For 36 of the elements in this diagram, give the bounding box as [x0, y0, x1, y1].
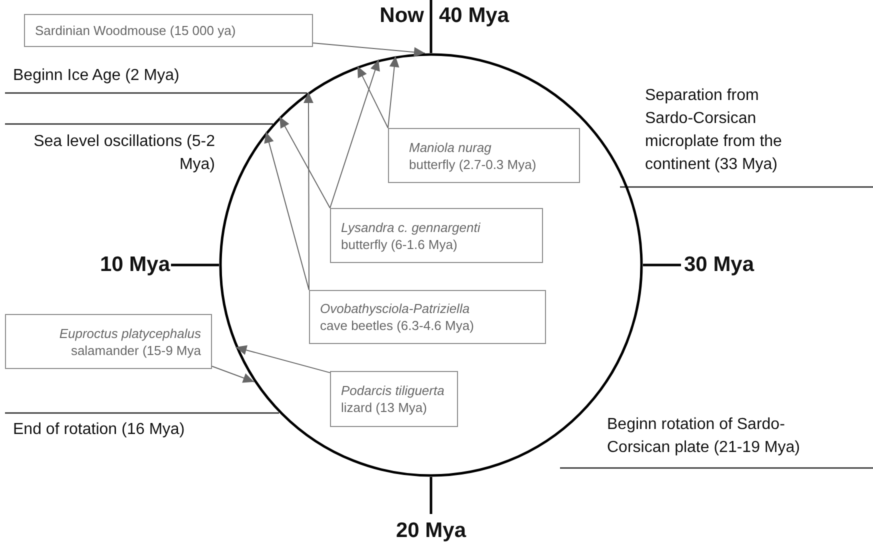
species-name: Euproctus platycephalus — [58, 324, 201, 342]
arrow — [356, 66, 388, 128]
arrow — [388, 56, 400, 128]
note-box — [5, 314, 212, 369]
arrow — [330, 59, 380, 208]
species-name: Maniola nurag — [409, 138, 492, 156]
species-note: salamander (15-9 Mya — [70, 342, 201, 358]
note-box — [330, 208, 543, 263]
time-label: Now — [378, 3, 424, 29]
event-label: Separation from Sardo-Corsican microplate from the continent (33 Mya) — [645, 86, 783, 175]
arrow — [279, 116, 330, 208]
species-note: lizard (13 Mya) — [341, 399, 428, 416]
arrow — [304, 92, 314, 290]
arrow — [235, 345, 330, 374]
time-label: 20 Mya — [394, 518, 468, 544]
event-label: Sea level oscillations (5-2 Mya) — [32, 132, 215, 175]
species-name: Lysandra c. gennargenti — [341, 218, 482, 236]
time-label: 40 Mya — [439, 3, 510, 29]
time-label: 10 Mya — [98, 252, 170, 278]
note-box — [309, 290, 546, 344]
event-label: Beginn rotation of Sardo-Corsican plate (21-19 Mya) — [607, 415, 801, 458]
species-note: cave beetles (6.3-4.6 Mya) — [320, 317, 475, 334]
note-box — [388, 128, 580, 183]
species-name: Ovobathysciola-Patriziella — [320, 300, 471, 317]
note-box — [330, 371, 458, 427]
species-note: butterfly (6-1.6 Mya) — [341, 236, 458, 252]
event-label: Beginn Ice Age (2 Mya) — [13, 66, 180, 86]
note-box — [24, 14, 313, 47]
event-label: End of rotation (16 Mya) — [13, 420, 186, 440]
time-label: 30 Mya — [684, 252, 756, 278]
arrow — [212, 366, 255, 383]
species-name: Podarcis tiliguerta — [341, 382, 446, 399]
arrow — [264, 131, 310, 290]
species-note: Sardinian Woodmouse (15 000 ya) — [35, 22, 237, 39]
arrow — [312, 42, 426, 58]
species-note: butterfly (2.7-0.3 Mya) — [409, 156, 538, 172]
